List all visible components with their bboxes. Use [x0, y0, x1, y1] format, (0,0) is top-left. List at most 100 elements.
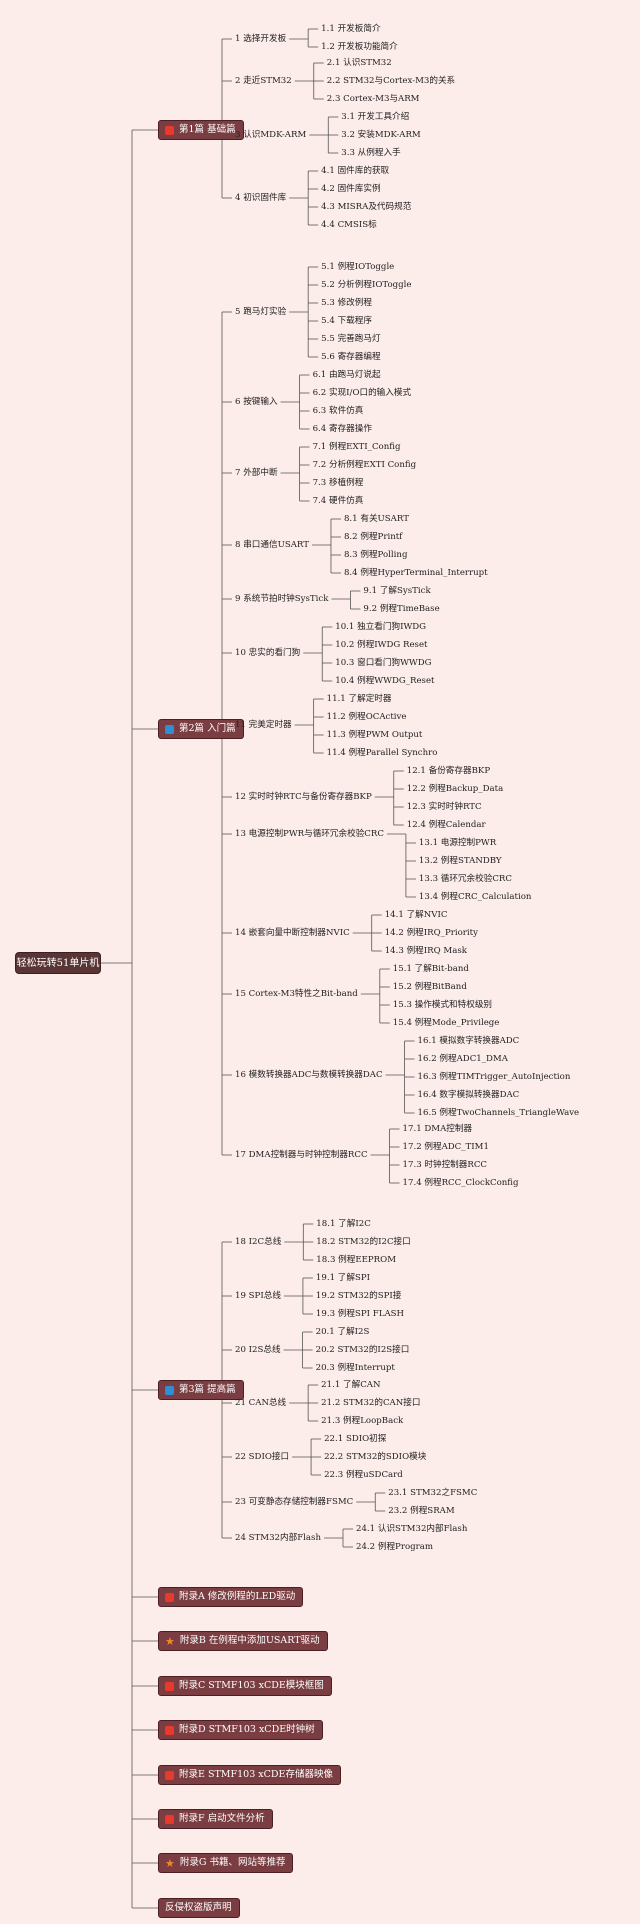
root-topic[interactable]: 轻松玩转51单片机: [15, 952, 101, 974]
subtopic-node[interactable]: 24.1 认识STM32内部Flash: [356, 1524, 468, 1534]
subtopic-node[interactable]: 17.3 时钟控制器RCC: [402, 1160, 487, 1170]
subtopic-node[interactable]: 14.2 例程IRQ_Priority: [384, 928, 478, 938]
chapter-node[interactable]: 16 模数转换器ADC与数模转换器DAC: [235, 1070, 383, 1080]
part-node[interactable]: 第3篇 提高篇: [158, 1380, 244, 1400]
subtopic-node[interactable]: 8.3 例程Polling: [343, 550, 408, 560]
part-node[interactable]: 附录D STMF103 xCDE时钟树: [158, 1720, 323, 1740]
subtopic-node[interactable]: 6.4 寄存器操作: [312, 424, 372, 434]
subtopic-node[interactable]: 6.2 实现I/O口的输入模式: [312, 388, 412, 398]
part-node[interactable]: ★附录B 在例程中添加USART驱动: [158, 1631, 328, 1651]
chapter-node[interactable]: 11 完美定时器: [235, 720, 292, 730]
subtopic-node[interactable]: 19.1 了解SPI: [315, 1273, 371, 1283]
chapter-node[interactable]: 14 嵌套向量中断控制器NVIC: [235, 928, 350, 938]
chapter-node[interactable]: 15 Cortex-M3特性之Bit-band: [235, 989, 358, 999]
subtopic-node[interactable]: 13.2 例程STANDBY: [418, 856, 502, 866]
chapter-node[interactable]: 17 DMA控制器与时钟控制器RCC: [235, 1150, 368, 1160]
subtopic-node[interactable]: 5.1 例程IOToggle: [321, 262, 395, 272]
subtopic-node[interactable]: 19.3 例程SPI FLASH: [315, 1309, 405, 1319]
chapter-node[interactable]: 3 认识MDK-ARM: [235, 130, 307, 140]
chapter-node[interactable]: 18 I2C总线: [235, 1237, 282, 1247]
subtopic-node[interactable]: 21.3 例程LoopBack: [321, 1416, 404, 1426]
subtopic-node[interactable]: 16.4 数字模拟转换器DAC: [417, 1090, 520, 1100]
subtopic-node[interactable]: 10.3 窗口看门狗WWDG: [335, 658, 432, 668]
chapter-node[interactable]: 2 走近STM32: [235, 76, 292, 86]
chapter-node[interactable]: 6 按键输入: [235, 397, 278, 407]
subtopic-node[interactable]: 1.1 开发板简介: [321, 24, 381, 34]
subtopic-node[interactable]: 2.1 认识STM32: [326, 58, 392, 68]
subtopic-node[interactable]: 3.1 开发工具介绍: [341, 112, 410, 122]
chapter-node[interactable]: 22 SDIO接口: [235, 1452, 290, 1462]
subtopic-node[interactable]: 5.5 完善跑马灯: [321, 334, 381, 344]
subtopic-node[interactable]: 22.3 例程uSDCard: [324, 1470, 403, 1480]
subtopic-node[interactable]: 6.1 由跑马灯说起: [312, 370, 381, 380]
subtopic-node[interactable]: 4.3 MISRA及代码规范: [321, 202, 412, 212]
subtopic-node[interactable]: 20.3 例程Interrupt: [315, 1363, 395, 1373]
subtopic-node[interactable]: 15.3 操作模式和特权级别: [392, 1000, 493, 1010]
subtopic-node[interactable]: 1.2 开发板功能简介: [321, 42, 398, 52]
subtopic-node[interactable]: 11.2 例程OCActive: [326, 712, 407, 722]
subtopic-node[interactable]: 6.3 软件仿真: [312, 406, 364, 416]
subtopic-node[interactable]: 3.2 安装MDK-ARM: [341, 130, 421, 140]
chapter-node[interactable]: 5 跑马灯实验: [235, 307, 287, 317]
subtopic-node[interactable]: 19.2 STM32的SPI接: [315, 1291, 402, 1301]
chapter-node[interactable]: 10 忠实的看门狗: [235, 648, 301, 658]
subtopic-node[interactable]: 15.2 例程BitBand: [392, 982, 467, 992]
subtopic-node[interactable]: 2.2 STM32与Cortex-M3的关系: [326, 76, 456, 86]
subtopic-node[interactable]: 14.1 了解NVIC: [384, 910, 448, 920]
subtopic-node[interactable]: 8.2 例程Printf: [343, 532, 403, 542]
subtopic-node[interactable]: 12.1 备份寄存器BKP: [406, 766, 491, 776]
subtopic-node[interactable]: 12.2 例程Backup_Data: [406, 784, 504, 794]
chapter-node[interactable]: 19 SPI总线: [235, 1291, 281, 1301]
subtopic-node[interactable]: 18.3 例程EEPROM: [316, 1255, 396, 1265]
subtopic-node[interactable]: 22.2 STM32的SDIO模块: [324, 1452, 427, 1462]
subtopic-node[interactable]: 16.2 例程ADC1_DMA: [417, 1054, 508, 1064]
chapter-node[interactable]: 24 STM32内部Flash: [235, 1533, 321, 1543]
subtopic-node[interactable]: 16.3 例程TIMTrigger_AutoInjection: [417, 1072, 571, 1082]
subtopic-node[interactable]: 10.4 例程WWDG_Reset: [335, 676, 435, 686]
subtopic-node[interactable]: 5.2 分析例程IOToggle: [321, 280, 412, 290]
subtopic-node[interactable]: 15.4 例程Mode_Privilege: [392, 1018, 500, 1028]
part-node[interactable]: 附录A 修改例程的LED驱动: [158, 1587, 304, 1607]
chapter-node[interactable]: 13 电源控制PWR与循环冗余校验CRC: [235, 829, 384, 839]
subtopic-node[interactable]: 8.1 有关USART: [343, 514, 409, 524]
subtopic-node[interactable]: 7.2 分析例程EXTI Config: [312, 460, 417, 470]
subtopic-node[interactable]: 3.3 从例程入手: [341, 148, 401, 158]
subtopic-node[interactable]: 22.1 SDIO初探: [324, 1434, 387, 1444]
subtopic-node[interactable]: 7.1 例程EXTI_Config: [312, 442, 401, 452]
subtopic-node[interactable]: 10.1 独立看门狗IWDG: [335, 622, 427, 632]
chapter-node[interactable]: 12 实时时钟RTC与备份寄存器BKP: [235, 792, 372, 802]
part-node[interactable]: 附录F 启动文件分析: [158, 1809, 273, 1829]
subtopic-node[interactable]: 14.3 例程IRQ Mask: [384, 946, 467, 956]
chapter-node[interactable]: 4 初识固件库: [235, 193, 287, 203]
subtopic-node[interactable]: 20.1 了解I2S: [315, 1327, 370, 1337]
subtopic-node[interactable]: 9.1 了解SysTick: [363, 586, 431, 596]
chapter-node[interactable]: 23 可变静态存储控制器FSMC: [235, 1497, 354, 1507]
subtopic-node[interactable]: 23.2 例程SRAM: [388, 1506, 455, 1516]
subtopic-node[interactable]: 4.4 CMSIS标: [321, 220, 377, 230]
part-node[interactable]: ★附录G 书籍、网站等推荐: [158, 1853, 294, 1873]
subtopic-node[interactable]: 21.1 了解CAN: [321, 1380, 381, 1390]
part-node[interactable]: 第1篇 基础篇: [158, 120, 244, 140]
subtopic-node[interactable]: 12.4 例程Calendar: [406, 820, 486, 830]
chapter-node[interactable]: 7 外部中断: [235, 468, 278, 478]
chapter-node[interactable]: 1 选择开发板: [235, 34, 287, 44]
subtopic-node[interactable]: 2.3 Cortex-M3与ARM: [326, 94, 420, 104]
subtopic-node[interactable]: 11.3 例程PWM Output: [326, 730, 423, 740]
subtopic-node[interactable]: 13.3 循环冗余校验CRC: [418, 874, 512, 884]
chapter-node[interactable]: 9 系统节拍时钟SysTick: [235, 594, 329, 604]
subtopic-node[interactable]: 7.3 移植例程: [312, 478, 364, 488]
subtopic-node[interactable]: 11.1 了解定时器: [326, 694, 392, 704]
subtopic-node[interactable]: 11.4 例程Parallel Synchro: [326, 748, 438, 758]
chapter-node[interactable]: 8 串口通信USART: [235, 540, 309, 550]
subtopic-node[interactable]: 13.4 例程CRC_Calculation: [418, 892, 532, 902]
subtopic-node[interactable]: 5.6 寄存器编程: [321, 352, 381, 362]
subtopic-node[interactable]: 7.4 硬件仿真: [312, 496, 364, 506]
chapter-node[interactable]: 21 CAN总线: [235, 1398, 287, 1408]
subtopic-node[interactable]: 17.1 DMA控制器: [402, 1124, 473, 1134]
subtopic-node[interactable]: 4.1 固件库的获取: [321, 166, 390, 176]
subtopic-node[interactable]: 24.2 例程Program: [356, 1542, 433, 1552]
subtopic-node[interactable]: 8.4 例程HyperTerminal_Interrupt: [343, 568, 488, 578]
subtopic-node[interactable]: 20.2 STM32的I2S接口: [315, 1345, 410, 1355]
subtopic-node[interactable]: 23.1 STM32之FSMC: [388, 1488, 478, 1498]
subtopic-node[interactable]: 18.2 STM32的I2C接口: [316, 1237, 411, 1247]
